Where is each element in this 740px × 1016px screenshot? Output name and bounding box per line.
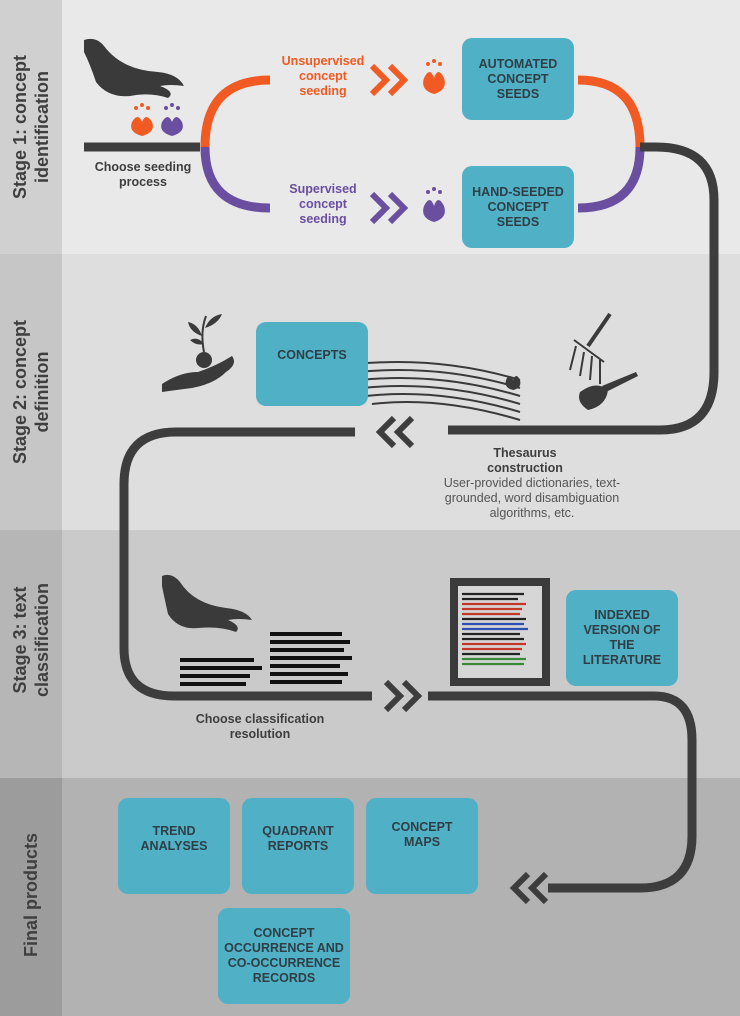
chevron-right-icon-stage3 [383, 679, 423, 713]
concept-maps-box: CONCEPT MAPS [366, 798, 478, 894]
chevron-left-icon-stage2 [375, 415, 415, 449]
flower-icon-purple-stage1 [161, 103, 183, 136]
stage1-band [0, 0, 740, 254]
flower-icon-thesaurus [505, 376, 521, 390]
main-flow-path [448, 142, 719, 435]
thesaurus-construction-label: Thesaurus construction [487, 446, 563, 475]
unsupervised-arc-left [200, 75, 271, 148]
quadrant-reports-box: QUADRANT REPORTS [242, 798, 354, 894]
shovel-icon [579, 372, 638, 410]
final-label-strip [0, 778, 62, 1016]
indexed-literature-box: INDEXED VERSION OF THE LITERATURE [566, 590, 678, 686]
chevron-right-icon-orange [369, 63, 409, 97]
concepts-box: CONCEPTS [256, 322, 368, 406]
unsupervised-arc-right [577, 75, 645, 148]
supervised-arc-right [577, 146, 645, 213]
unsupervised-seeding-label: Unsupervised concept seeding [281, 54, 365, 98]
hand-icon-stage3 [162, 574, 252, 632]
concept-occurrence-box: CONCEPT OCCURRENCE AND CO-OCCURRENCE REC… [218, 908, 350, 1004]
rake-icon [355, 312, 612, 421]
flower-icon-orange-seeds [423, 59, 445, 94]
flow-path-stage2-left [119, 427, 372, 701]
stage2-label-strip [0, 254, 62, 530]
hand-icon [84, 38, 184, 98]
flower-icon-orange-stage1 [131, 103, 153, 136]
choose-resolution-label: Choose classification resolution [195, 712, 325, 741]
text-lines-icon [180, 632, 352, 686]
stage3-label-strip [0, 530, 62, 778]
chevron-left-icon-final [509, 871, 549, 905]
flow-path-stage3-right [428, 691, 697, 893]
stage1-label-strip [0, 0, 62, 254]
monitor-icon [450, 578, 550, 686]
choose-seeding-label: Choose seeding process [94, 160, 192, 189]
flower-icon-purple-seeds [423, 187, 445, 222]
hand-seeded-concept-seeds-box: HAND-SEEDED CONCEPT SEEDS [462, 166, 574, 248]
supervised-arc-left [200, 146, 271, 213]
plant-in-hand-icon [162, 314, 234, 392]
chevron-right-icon-purple [369, 191, 409, 225]
automated-concept-seeds-box: AUTOMATED CONCEPT SEEDS [462, 38, 574, 120]
trend-analyses-box: TREND ANALYSES [118, 798, 230, 894]
supervised-seeding-label: Supervised concept seeding [289, 182, 357, 226]
thesaurus-description: User-provided dictionaries, text- ground… [443, 476, 621, 520]
